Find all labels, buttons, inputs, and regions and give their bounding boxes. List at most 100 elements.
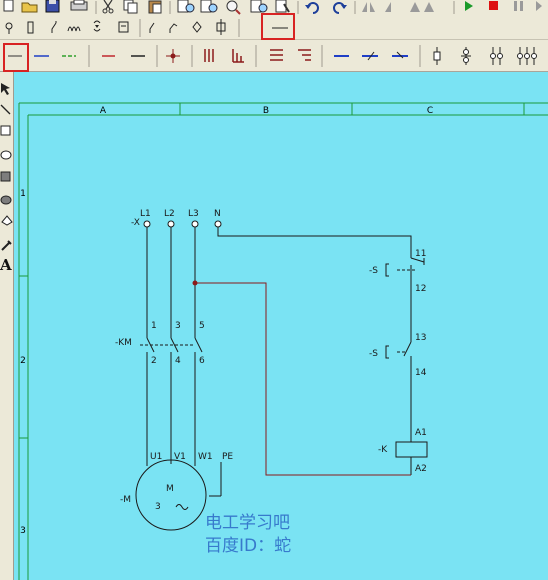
- watermark: 电工学习吧 百度ID：蛇: [205, 512, 345, 558]
- power-circuit: [135, 220, 222, 531]
- motor-terminal-w1: W1: [198, 452, 213, 462]
- zoom-back-icon[interactable]: [275, 0, 290, 13]
- zoom-out-icon[interactable]: [200, 0, 218, 13]
- line-toolbar: [0, 40, 548, 72]
- terminal-ref-label: -X: [131, 218, 140, 228]
- terminal-label-n: N: [214, 209, 221, 219]
- drawing-tools-icons: [0, 83, 13, 251]
- diagram-labels: -X L1 L2 L3 N -KM 1 3 5 2 4 6 U1 V1 W1 P…: [115, 209, 427, 512]
- fuse-icon[interactable]: [27, 21, 34, 34]
- open-icon[interactable]: [21, 2, 38, 13]
- fill-bucket-icon[interactable]: [1, 215, 13, 226]
- terminal-1-icon[interactable]: [433, 47, 441, 65]
- coil-ref-label: -K: [378, 445, 388, 455]
- stop-button-pin-12: 12: [415, 284, 426, 294]
- row-label-1: 1: [20, 189, 26, 199]
- line-red-highlight: [3, 43, 29, 72]
- pointer-icon[interactable]: [1, 83, 10, 95]
- new-icon[interactable]: [3, 0, 14, 12]
- undo-icon[interactable]: [305, 2, 319, 14]
- stop-button-contact: [410, 257, 425, 263]
- stop-button-pin-11: 11: [415, 249, 426, 259]
- step-icon[interactable]: [410, 2, 434, 12]
- contactor-contact-3: [194, 337, 203, 353]
- main-toolbar: [0, 0, 548, 17]
- motor-symbol[interactable]: [135, 459, 207, 531]
- rectangle-icon[interactable]: [0, 125, 11, 136]
- terminal-label-l2: L2: [164, 209, 175, 219]
- junction-node: [192, 280, 198, 286]
- node-icon[interactable]: [166, 49, 180, 63]
- terminal-2-icon[interactable]: [461, 47, 471, 65]
- coil-icon[interactable]: [67, 26, 81, 32]
- column-label-c: C: [427, 106, 433, 116]
- junction-icon[interactable]: [216, 19, 226, 35]
- terminal-l1[interactable]: [143, 220, 151, 228]
- terminal-n[interactable]: [214, 220, 222, 228]
- zoom-in-icon[interactable]: [177, 0, 195, 13]
- motor-ac-symbol: [175, 504, 189, 510]
- run-icon[interactable]: [465, 1, 473, 11]
- fill-rect-icon[interactable]: [0, 171, 11, 182]
- start-button-pin-14: 14: [415, 368, 427, 378]
- fill-ellipse-icon[interactable]: [0, 195, 12, 205]
- pin-icon[interactable]: [5, 22, 13, 34]
- contact-nc-icon[interactable]: [169, 23, 178, 33]
- line-tool-highlight: [261, 13, 295, 40]
- eyedropper-icon[interactable]: [1, 240, 12, 251]
- column-label-b: B: [263, 106, 269, 116]
- mirror-icon[interactable]: [362, 2, 375, 12]
- motor-letter: M: [166, 484, 174, 494]
- zoom-window-icon[interactable]: [250, 0, 268, 13]
- contactor-out-4: 4: [175, 356, 181, 366]
- sheet-frame: [18, 102, 548, 580]
- motor-ref-label: -M: [120, 495, 131, 505]
- drawing-canvas[interactable]: A B C 1 2 3: [14, 72, 548, 580]
- redo-icon[interactable]: [333, 2, 347, 14]
- contactor-in-3: 3: [175, 321, 181, 331]
- rotate-icon[interactable]: [385, 2, 391, 12]
- column-label-a: A: [100, 106, 107, 116]
- terminal-l2[interactable]: [167, 220, 175, 228]
- zoom-fit-icon[interactable]: [226, 0, 241, 15]
- symbol-toolbar: [0, 13, 548, 40]
- watermark-line-1: 电工学习吧: [205, 513, 290, 533]
- contactor-in-5: 5: [199, 321, 205, 331]
- diode-icon[interactable]: [93, 20, 101, 32]
- schematic-sheet: A B C 1 2 3: [18, 102, 548, 580]
- pause-icon[interactable]: [514, 1, 523, 11]
- switch-icon[interactable]: [51, 21, 57, 33]
- start-button-pin-13: 13: [415, 333, 426, 343]
- terminal-4-icon[interactable]: [517, 47, 537, 65]
- ellipse-icon[interactable]: [0, 150, 12, 160]
- terminal-3-icon[interactable]: [490, 47, 503, 65]
- draw-line-icon[interactable]: [0, 104, 11, 115]
- next-icon[interactable]: [536, 1, 542, 11]
- bus-3-icon[interactable]: [204, 49, 214, 62]
- stop-icon[interactable]: [489, 1, 498, 10]
- row-label-3: 3: [20, 526, 26, 536]
- text-tool-icon[interactable]: A: [0, 256, 12, 274]
- paste-icon[interactable]: [148, 0, 162, 14]
- copy-icon[interactable]: [123, 0, 138, 14]
- save-icon[interactable]: [45, 0, 60, 13]
- contactor-coil[interactable]: [395, 441, 428, 458]
- lamp-icon[interactable]: [118, 21, 129, 33]
- motor-phases: 3: [155, 502, 161, 512]
- contactor-ref-label: -KM: [115, 338, 132, 348]
- wire-crossed-icon[interactable]: [362, 51, 378, 61]
- start-button-contact: [403, 341, 412, 357]
- valve-icon[interactable]: [192, 21, 202, 33]
- align-right-icon[interactable]: [298, 49, 311, 61]
- terminal-l3[interactable]: [191, 220, 199, 228]
- print-icon[interactable]: [70, 0, 88, 11]
- bus-3-branch-icon[interactable]: [232, 49, 244, 63]
- stop-button-ref: -S: [369, 266, 378, 276]
- cut-icon[interactable]: [102, 0, 114, 14]
- wire-diagonal-icon[interactable]: [392, 51, 408, 59]
- motor-terminal-u1: U1: [150, 452, 162, 462]
- watermark-line-2: 百度ID：蛇: [205, 536, 292, 556]
- motor-terminal-v1: V1: [174, 452, 186, 462]
- contact-no-icon[interactable]: [149, 22, 155, 33]
- align-center-icon[interactable]: [270, 49, 283, 61]
